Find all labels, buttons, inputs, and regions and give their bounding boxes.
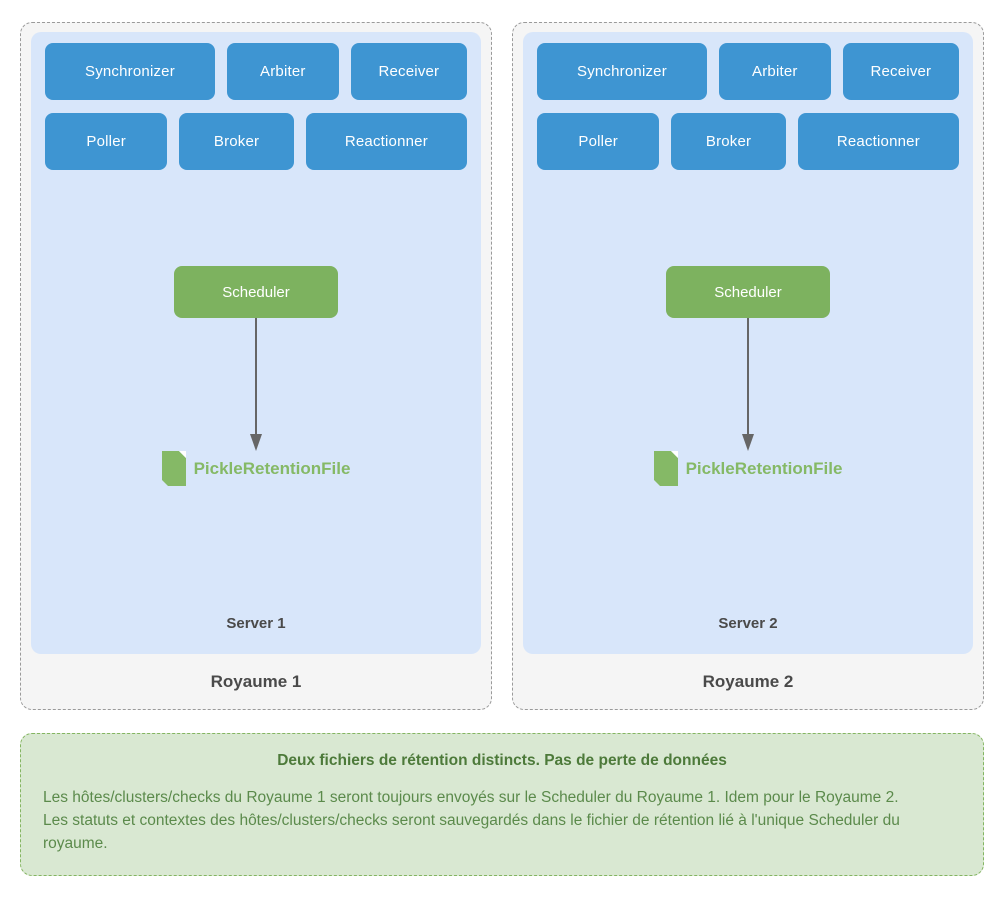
process-box-synchronizer: Synchronizer (537, 43, 707, 100)
note-title: Deux fichiers de rétention distincts. Pa… (277, 752, 727, 769)
retention-file-row: PickleRetentionFile (537, 451, 959, 486)
process-box-receiver: Receiver (842, 43, 959, 100)
process-box-broker: Broker (671, 113, 786, 170)
spacer (45, 486, 467, 615)
process-row-2: Poller Broker Reactionner (537, 113, 960, 170)
scheduler-to-file-arrow (537, 318, 959, 451)
note-body: Les hôtes/clusters/checks du Royaume 1 s… (43, 786, 961, 855)
server-1-panel: Synchronizer Arbiter Receiver Poller Bro… (31, 32, 481, 654)
retention-file-label: PickleRetentionFile (685, 458, 843, 478)
process-row-1: Synchronizer Arbiter Receiver (537, 43, 959, 100)
note-box: Deux fichiers de rétention distincts. Pa… (20, 733, 984, 876)
retention-file-label: PickleRetentionFile (193, 458, 351, 478)
file-icon (161, 451, 186, 486)
realm-2-container: Synchronizer Arbiter Receiver Poller Bro… (512, 22, 984, 710)
note-paragraph-1: Les hôtes/clusters/checks du Royaume 1 s… (43, 789, 899, 806)
process-row-1: Synchronizer Arbiter Receiver (45, 43, 467, 100)
process-box-receiver: Receiver (350, 43, 467, 100)
process-box-poller: Poller (537, 113, 660, 170)
process-row-2: Poller Broker Reactionner (45, 113, 468, 170)
process-box-reactionner: Reactionner (797, 113, 960, 170)
note-paragraph-2: Les statuts et contextes des hôtes/clust… (43, 812, 900, 852)
scheduler-box: Scheduler (666, 266, 830, 318)
scheduler-box: Scheduler (174, 266, 338, 318)
arrow-down-icon (742, 318, 754, 451)
realm-label: Royaume 2 (702, 671, 794, 691)
server-label: Server 2 (718, 615, 778, 632)
process-box-broker: Broker (179, 113, 294, 170)
process-box-reactionner: Reactionner (305, 113, 468, 170)
arrow-down-icon (250, 318, 262, 451)
process-box-arbiter: Arbiter (718, 43, 831, 100)
retention-file-row: PickleRetentionFile (45, 451, 467, 486)
file-icon (653, 451, 678, 486)
realm-label: Royaume 1 (210, 671, 302, 691)
spacer (537, 486, 959, 615)
server-label: Server 1 (226, 615, 286, 632)
process-box-arbiter: Arbiter (226, 43, 339, 100)
server-2-panel: Synchronizer Arbiter Receiver Poller Bro… (523, 32, 973, 654)
scheduler-to-file-arrow (45, 318, 467, 451)
realm-1-container: Synchronizer Arbiter Receiver Poller Bro… (20, 22, 492, 710)
process-box-poller: Poller (45, 113, 168, 170)
realms-row: Synchronizer Arbiter Receiver Poller Bro… (20, 22, 984, 710)
process-box-synchronizer: Synchronizer (45, 43, 215, 100)
